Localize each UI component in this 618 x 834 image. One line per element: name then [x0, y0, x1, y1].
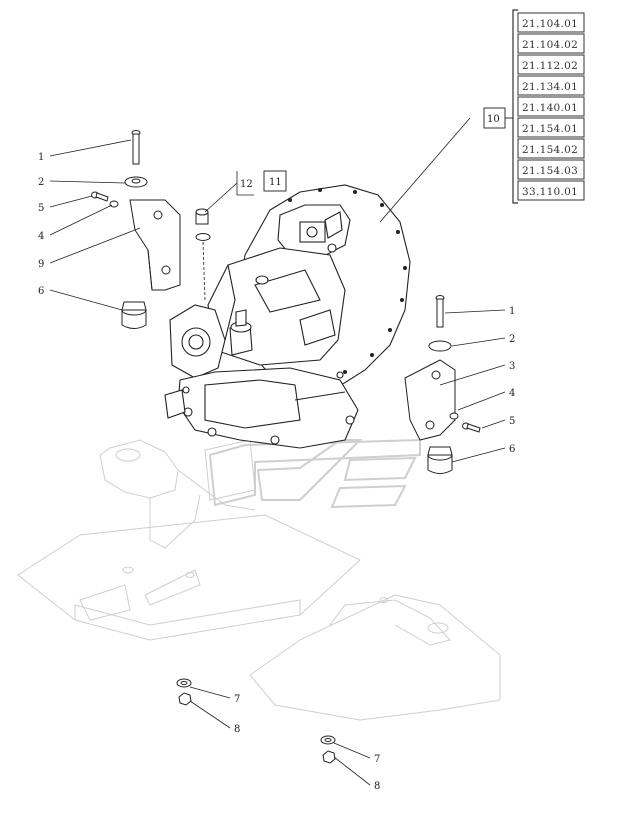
- callouts-right: 1 2 3 4 5 6: [509, 306, 515, 455]
- nut-icon: [178, 692, 192, 706]
- small-bolt-right-icon: [449, 412, 481, 433]
- o-ring-icon-2: [320, 735, 336, 745]
- callout-2-right: 2: [509, 334, 515, 345]
- washer-icon: [124, 176, 148, 188]
- plug-icon: [195, 208, 211, 241]
- reference-code-2: 21.104.02: [522, 39, 578, 51]
- callout-6-right: 6: [509, 444, 515, 455]
- transmission-assembly-icon: [164, 184, 411, 449]
- rubber-mount-right-icon: [427, 446, 453, 474]
- reference-code-3: 21.112.02: [522, 60, 578, 72]
- sub-reference-number: 12: [240, 179, 253, 190]
- callout-5-left: 5: [38, 203, 44, 214]
- reference-code-5: 21.140.01: [522, 102, 578, 114]
- callout-9-left: 9: [38, 259, 44, 270]
- bolt-icon: [131, 130, 141, 165]
- callout-6-left: 6: [38, 286, 44, 297]
- o-ring-icon: [176, 678, 192, 688]
- reference-code-6: 21.154.01: [522, 123, 578, 135]
- plug-leader: [202, 241, 206, 301]
- rubber-mount-icon: [121, 301, 147, 329]
- callout-2-left: 2: [38, 177, 44, 188]
- callout-7-bottom-b: 7: [374, 754, 380, 765]
- callout-5-right: 5: [509, 416, 515, 427]
- bracket-icon: [129, 199, 181, 291]
- reference-code-8: 21.154.03: [522, 165, 578, 177]
- callout-1-right: 1: [509, 306, 515, 317]
- callout-1-left: 1: [38, 152, 44, 163]
- small-bolt-icon: [91, 191, 119, 208]
- bracket-right-icon: [404, 359, 456, 441]
- callout-3-right: 3: [509, 361, 515, 372]
- bolt-right-icon: [435, 295, 445, 328]
- reference-code-4: 21.134.01: [522, 81, 578, 93]
- callout-4-right: 4: [509, 388, 515, 399]
- nut-icon-2: [322, 750, 336, 764]
- reference-code-9: 33.110.01: [522, 186, 578, 198]
- reference-group: 10 21.104.01 21.104.02 21.112.02 21.134.…: [483, 9, 585, 204]
- callout-4-left: 4: [38, 231, 44, 242]
- reference-code-7: 21.154.02: [522, 144, 578, 156]
- callout-8-bottom-a: 8: [234, 724, 240, 735]
- sub-reference-box: 11: [269, 177, 282, 188]
- sub-reference: 12 11: [236, 170, 287, 196]
- callout-7-bottom-a: 7: [234, 694, 240, 705]
- reference-code-list: [517, 12, 585, 201]
- callouts-left: 1 2 5 4 9 6: [38, 152, 44, 297]
- callouts-bottom: 7 8 7 8: [234, 694, 380, 792]
- reference-group-id: 10: [487, 114, 500, 125]
- chassis-frame-ghost: [17, 439, 501, 721]
- leader-lines: [49, 117, 506, 786]
- callout-8-bottom-b: 8: [374, 781, 380, 792]
- watermark-logo: [208, 438, 421, 509]
- washer-right-icon: [428, 340, 452, 352]
- reference-code-1: 21.104.01: [522, 18, 578, 30]
